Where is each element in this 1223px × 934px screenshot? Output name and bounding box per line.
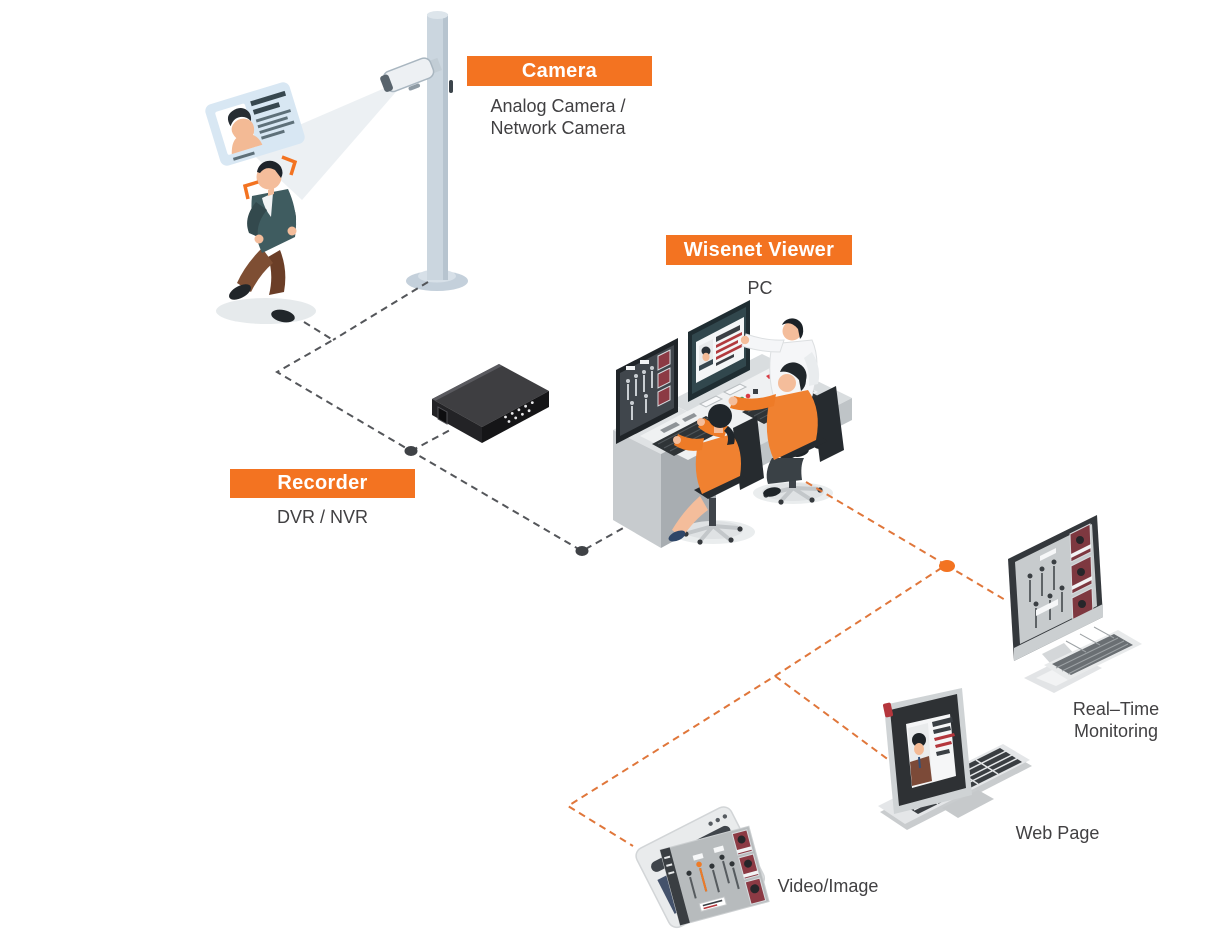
monitor-device-icon	[1008, 515, 1142, 693]
id-card-icon	[205, 82, 305, 166]
camera-badge-label: Camera	[521, 60, 598, 82]
walking-person	[216, 155, 316, 324]
realtime-monitoring-caption: Real–Time Monitoring	[1072, 699, 1160, 741]
cctv-camera-icon	[380, 57, 442, 93]
dvr-nvr-caption: DVR / NVR	[276, 507, 368, 527]
junction-node-orange	[939, 560, 955, 572]
camera-pole	[406, 11, 468, 291]
browser-window-icon	[635, 806, 770, 929]
camera-caption: Analog Camera / Network Camera	[490, 96, 626, 138]
recorder-badge-label: Recorder	[277, 472, 368, 494]
seated-operator-front	[668, 404, 764, 545]
video-image-caption: Video/Image	[777, 876, 879, 896]
camera-badge: Camera	[467, 56, 652, 86]
face-detect-brackets	[242, 155, 298, 200]
seated-operator-right	[728, 362, 844, 505]
laptop-device-icon	[878, 688, 1032, 830]
wisenet-viewer-badge-label: Wisenet Viewer	[683, 239, 835, 261]
recorder-device-icon	[432, 364, 549, 443]
wisenet-viewer-badge: Wisenet Viewer	[666, 235, 852, 265]
recorder-badge: Recorder	[230, 469, 415, 498]
control-room-scene	[613, 300, 852, 548]
web-page-caption: Web Page	[1015, 823, 1100, 843]
pc-caption: PC	[747, 278, 773, 298]
junction-node-gray-1	[404, 446, 418, 456]
junction-node-gray-2	[575, 546, 589, 556]
camera-beam	[246, 78, 408, 200]
gray-connectors	[275, 281, 635, 553]
